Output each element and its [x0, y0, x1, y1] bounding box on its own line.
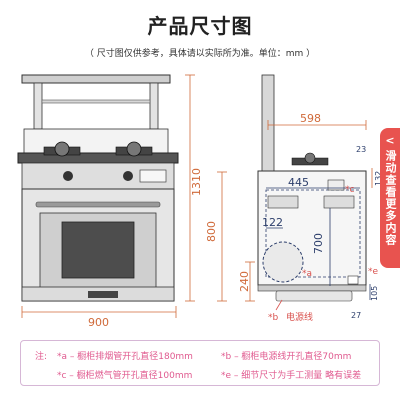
scroll-more-label: 滑动查看更多内容	[384, 150, 397, 246]
side-burner	[291, 152, 329, 166]
scroll-more-tab[interactable]: < 滑动查看更多内容	[380, 128, 400, 268]
page-title: 产品尺寸图	[147, 14, 253, 38]
cooktop-surface	[17, 152, 179, 164]
notes-prefix: 注:	[35, 352, 48, 362]
side-top-bracket	[327, 179, 345, 191]
front-view	[17, 74, 179, 302]
note-c: *c – 橱柜燃气管开孔直径100mm	[57, 371, 193, 381]
hood-crossbar	[41, 99, 151, 104]
power-socket	[347, 275, 359, 285]
note-b: *b – 橱柜电源线开孔直径70mm	[221, 352, 352, 362]
marker-e: *e	[368, 267, 379, 277]
marker-b: *b	[268, 313, 279, 323]
marker-a: *a	[302, 269, 312, 279]
dim-height-240: 240	[238, 271, 251, 292]
note-a: *a – 橱柜排烟管开孔直径180mm	[57, 352, 193, 362]
note-e: *e – 细节尺寸为手工测量 略有误差	[221, 371, 362, 381]
side-component-2	[323, 195, 355, 209]
dim-small-105: 105	[370, 286, 379, 301]
dim-offset-122: 122	[262, 216, 283, 229]
chevron-left-icon: <	[385, 134, 395, 147]
knob-1	[63, 171, 73, 181]
exhaust-pipe-hole	[262, 241, 304, 283]
dim-height-1310: 1310	[190, 168, 203, 196]
marker-power-cord: 电源线	[286, 311, 313, 323]
drawer-badge	[88, 291, 118, 298]
dim-width-900: 900	[88, 316, 109, 329]
dim-height-700: 700	[312, 233, 325, 254]
notes-box: 注: *a – 橱柜排烟管开孔直径180mm *b – 橱柜电源线开孔直径70m…	[20, 340, 380, 386]
burner-right	[115, 141, 153, 157]
dim-depth-445: 445	[288, 176, 309, 189]
control-panel	[21, 162, 175, 190]
hood-right-post	[149, 82, 159, 130]
side-view	[257, 74, 367, 302]
oven-window	[61, 221, 135, 279]
marker-c: *c	[345, 185, 355, 195]
dim-height-800: 800	[205, 221, 218, 242]
dim-small-23: 23	[356, 145, 366, 154]
hood-left-post	[33, 82, 43, 130]
page-subtitle: （ 尺寸图仅供参考，具体请以实际所为准。单位：mm ）	[84, 49, 316, 59]
hood-top-panel	[21, 74, 171, 84]
control-display	[139, 169, 167, 183]
side-inner-box	[265, 189, 361, 278]
power-cord-leader	[275, 299, 283, 311]
front-dimension-lines	[21, 74, 227, 318]
knob-2	[123, 171, 133, 181]
oven-handle	[35, 201, 161, 208]
side-base-drawer	[275, 290, 353, 302]
side-dimension-lines	[245, 120, 373, 302]
dim-small-27: 27	[351, 311, 361, 320]
dim-depth-598: 598	[300, 112, 321, 125]
burner-left	[43, 141, 81, 157]
side-base	[257, 284, 367, 292]
side-component-1	[267, 195, 299, 209]
dim-small-132: 132	[374, 171, 383, 186]
